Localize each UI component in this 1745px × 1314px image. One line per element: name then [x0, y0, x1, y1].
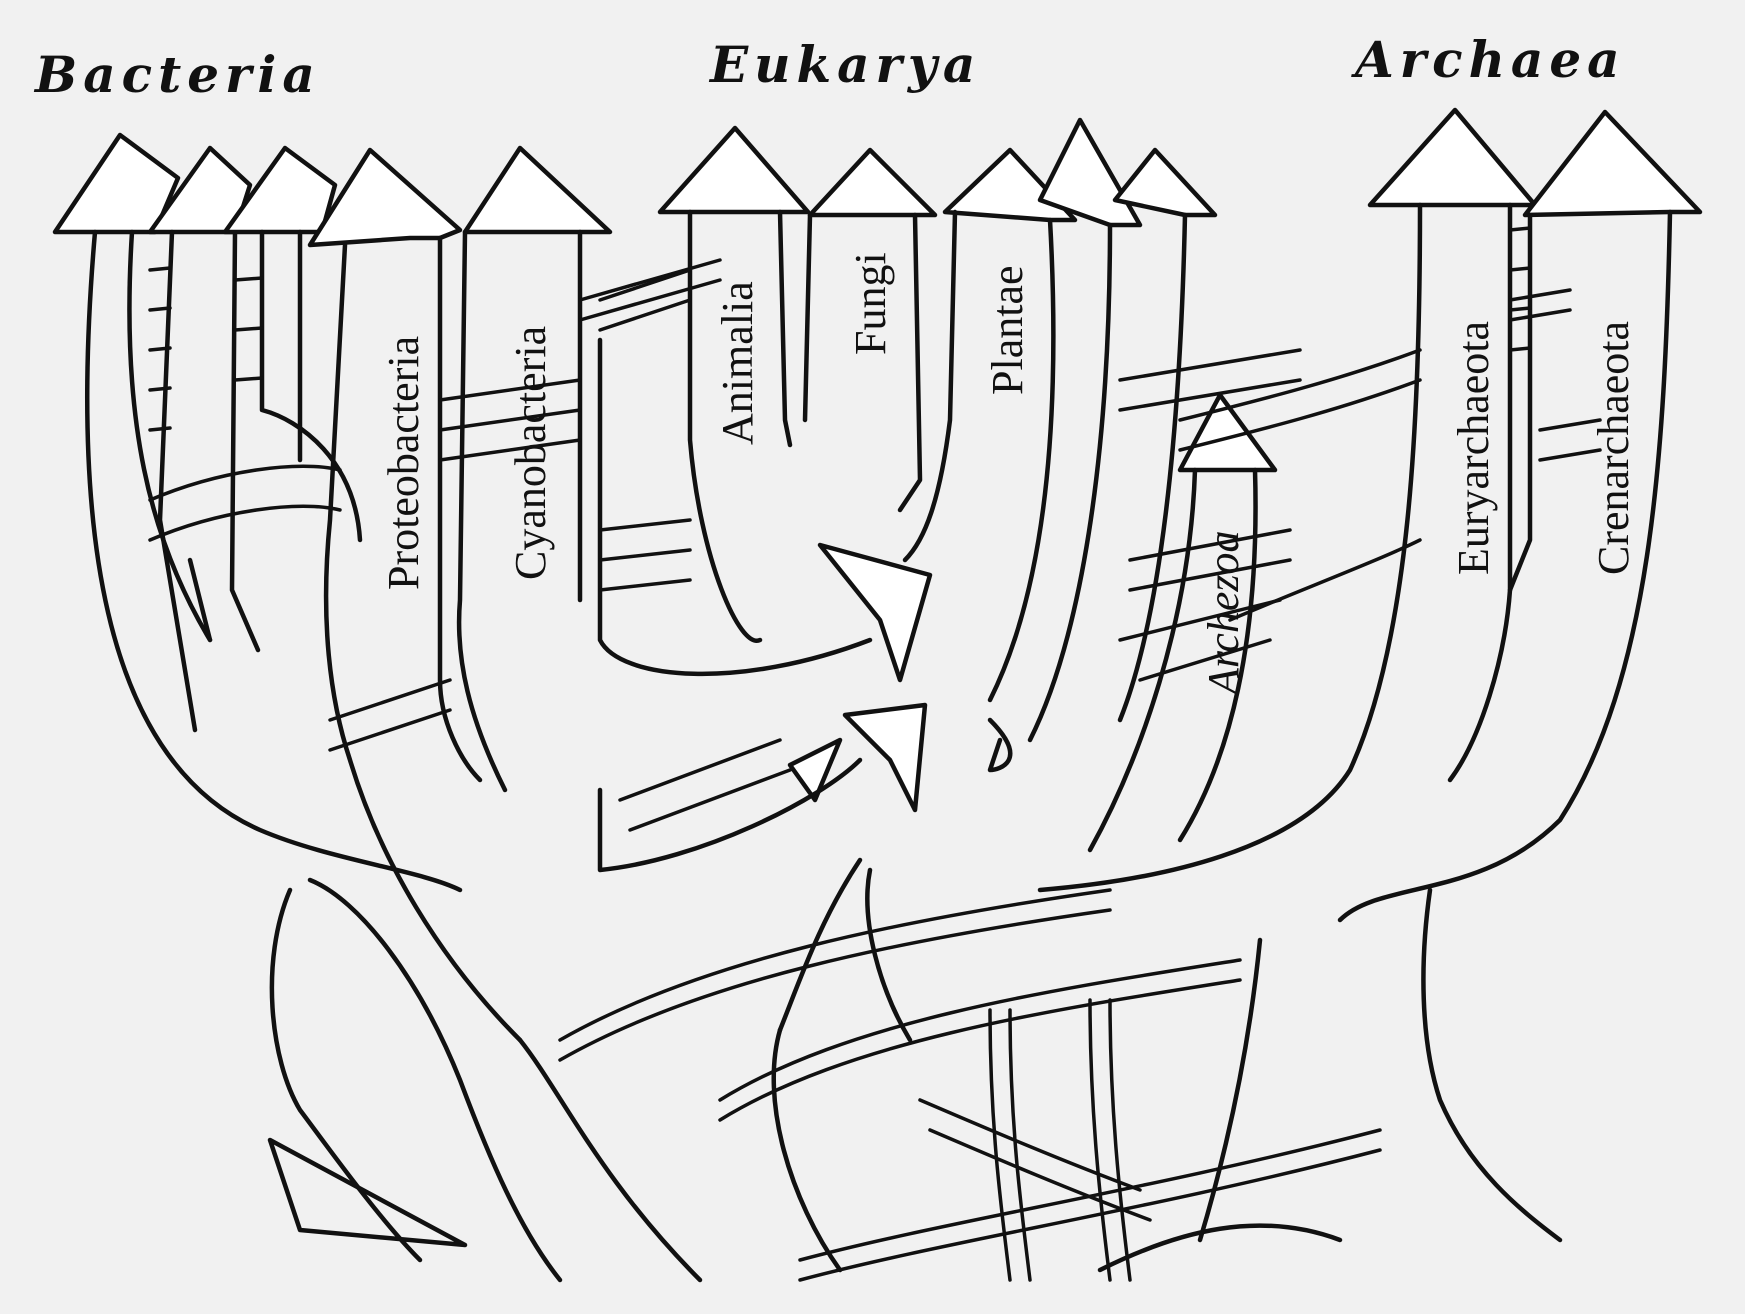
eukarya-lower-arrow: [845, 705, 925, 810]
archaea-branches: [1040, 110, 1700, 1240]
group-label-plantae: Plantae: [983, 265, 1032, 395]
group-labels: Proteobacteria Cyanobacteria Animalia Fu…: [379, 252, 1638, 698]
domain-label-eukarya: Eukarya: [708, 35, 981, 94]
eukarya-branches: [600, 120, 1300, 1270]
group-label-proteobacteria: Proteobacteria: [379, 336, 428, 590]
fungi-arrow: [810, 150, 935, 215]
domain-labels: Bacteria Eukarya Archaea: [33, 30, 1626, 104]
group-label-euryarchaeota: Euryarchaeota: [1449, 321, 1498, 575]
euryarchaeota-arrow: [1370, 110, 1535, 205]
crenarchaeota-arrow: [1525, 112, 1700, 215]
eukarya-arrow-5: [1115, 150, 1215, 215]
group-label-crenarchaeota: Crenarchaeota: [1589, 321, 1638, 575]
animalia-arrow: [660, 128, 808, 212]
cyanobacteria-arrow: [465, 148, 610, 232]
eukarya-center-arrow: [820, 545, 930, 680]
group-label-cyanobacteria: Cyanobacteria: [506, 326, 555, 580]
group-label-archezoa: Archezoa: [1199, 530, 1248, 698]
bacteria-branches: [55, 135, 720, 1280]
domain-label-archaea: Archaea: [1351, 30, 1626, 89]
group-label-animalia: Animalia: [713, 281, 762, 445]
domain-label-bacteria: Bacteria: [33, 45, 321, 104]
group-label-fungi: Fungi: [846, 252, 895, 355]
